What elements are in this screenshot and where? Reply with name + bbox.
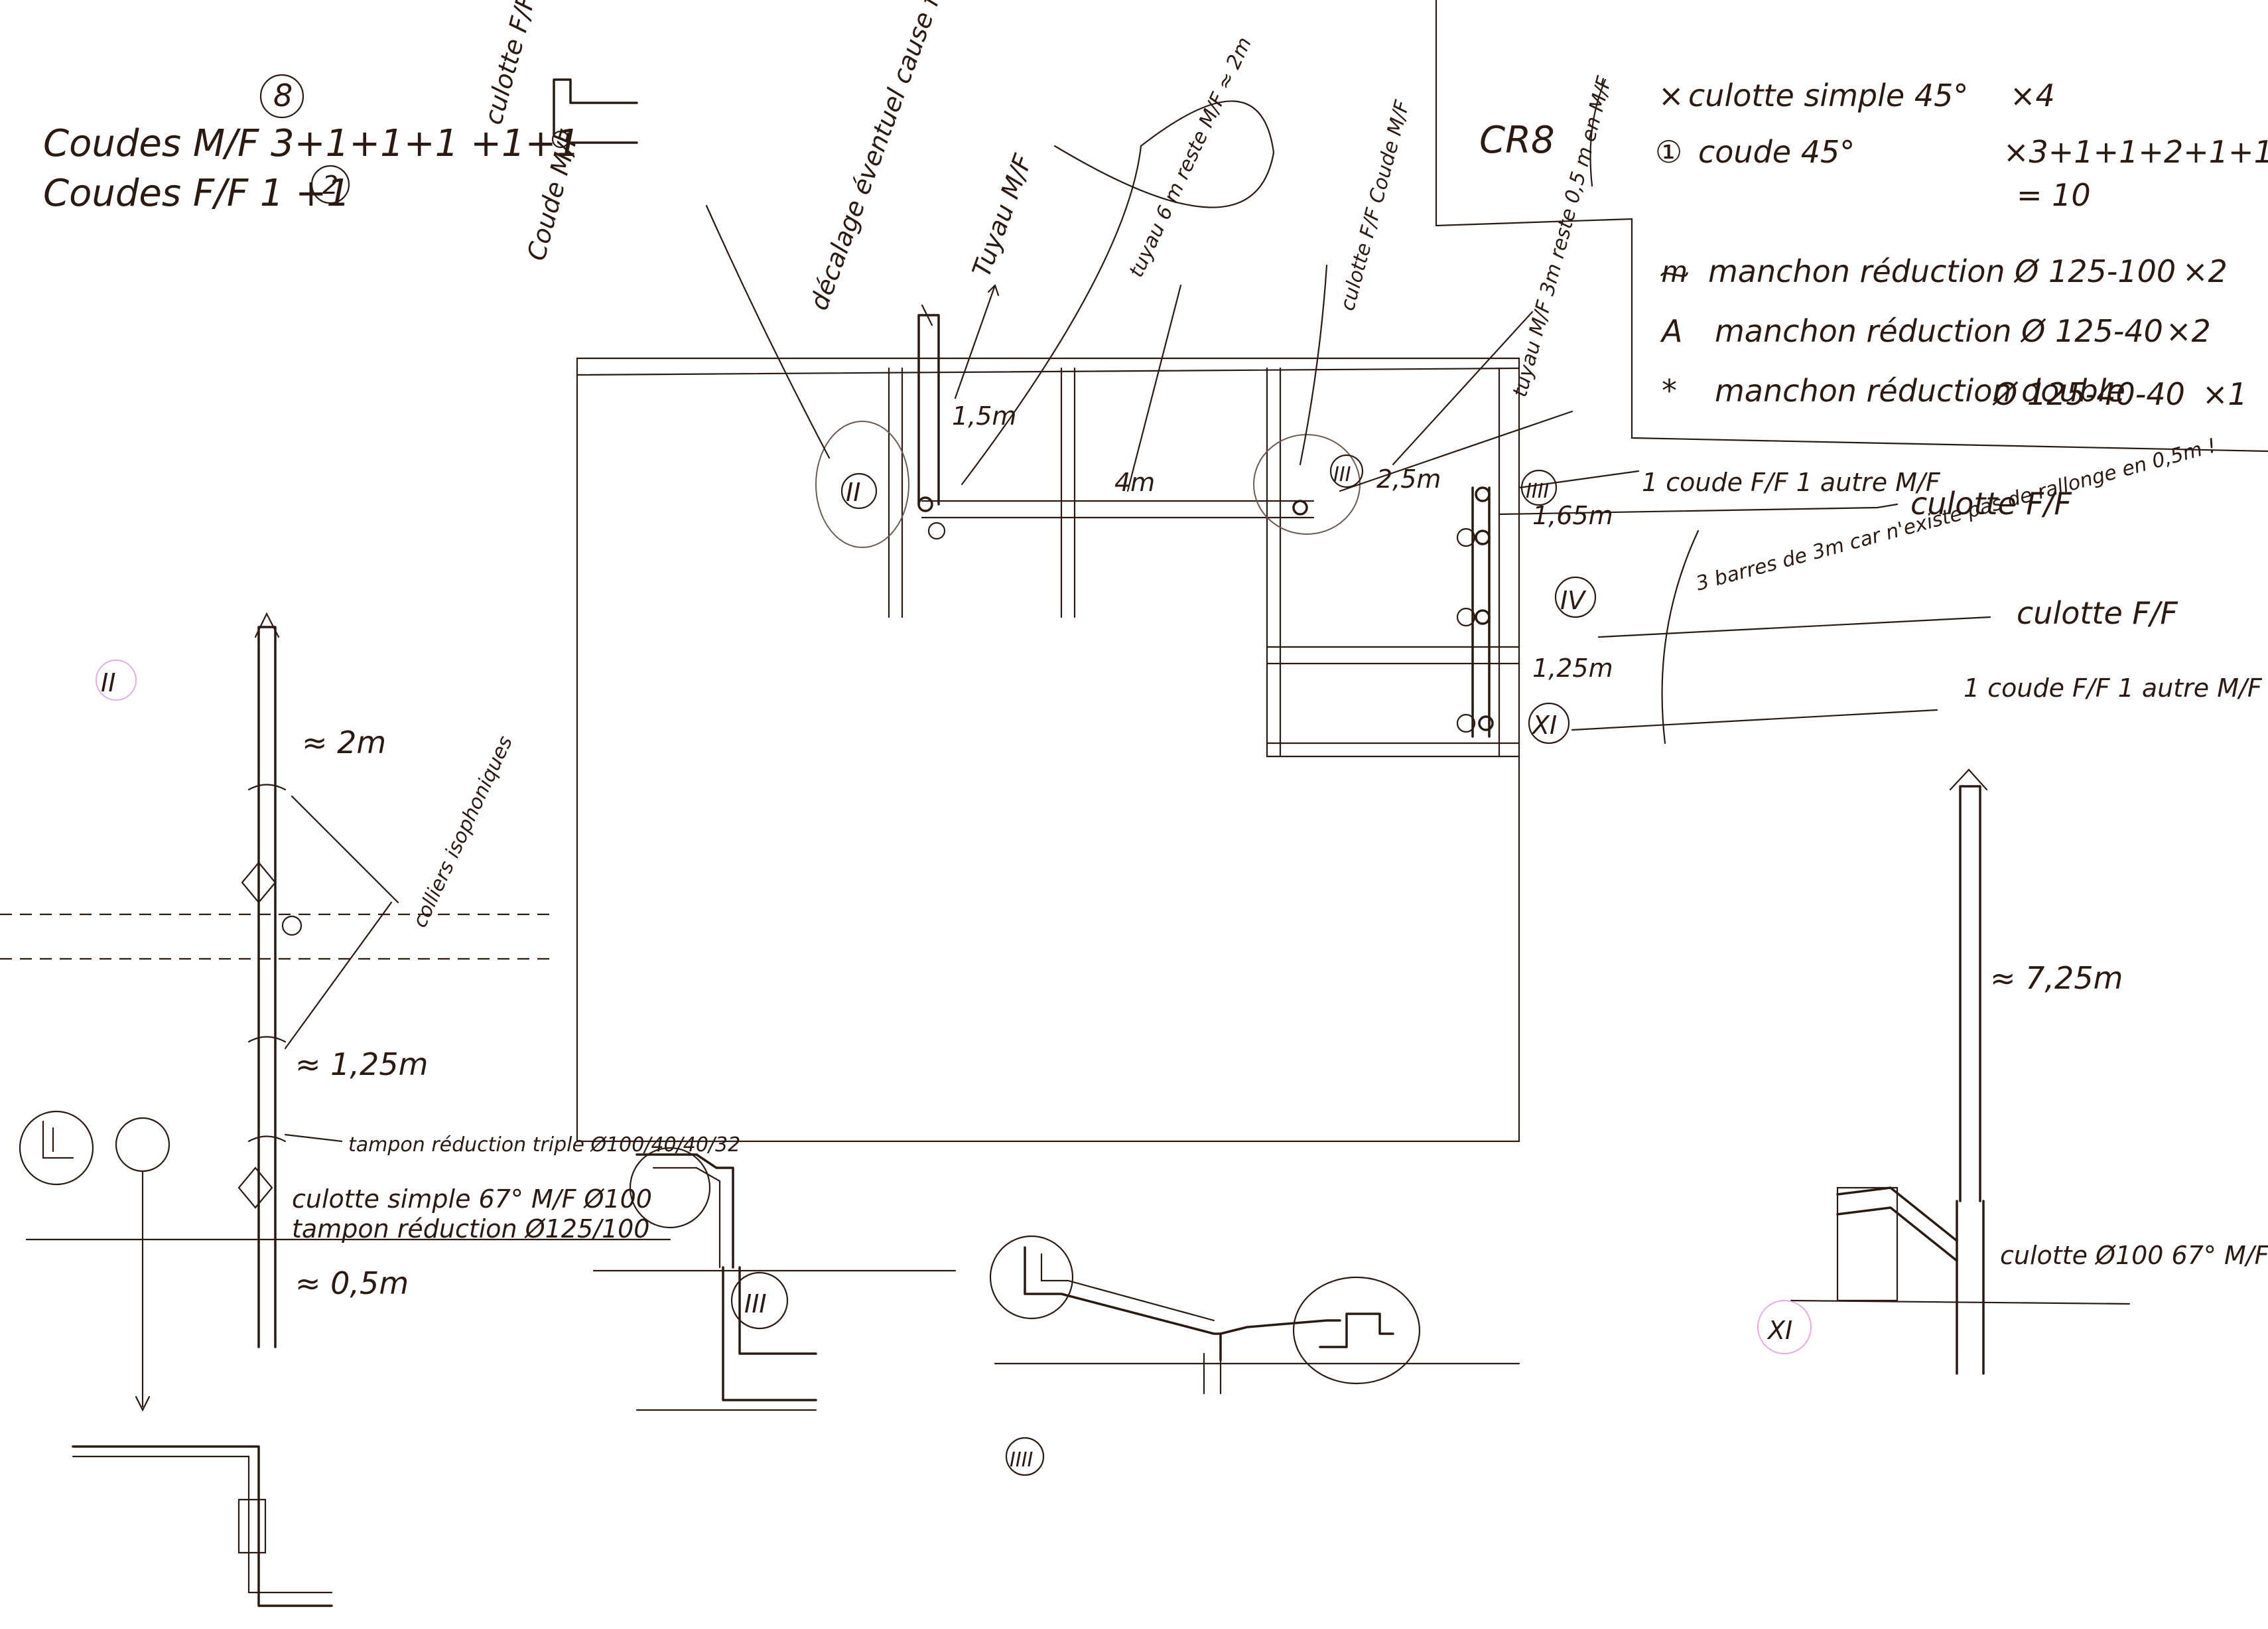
dim-1-65m: 1,65m — [1532, 501, 1613, 530]
section-ii: II ≈ 2m colliers isophoniques ≈ 1,25m ta… — [0, 612, 740, 1607]
legend-label-2: coude 45° — [1698, 134, 1855, 170]
section-iii-label: III — [744, 1289, 767, 1318]
annot-coude-ff: 1 coude F/F 1 autre M/F — [1642, 468, 1941, 497]
tuyau-mf-note: Tuyau M/F — [967, 150, 1038, 281]
culotte-coude-note: culotte F/F Coude M/F — [1336, 98, 1414, 313]
cr8-label: CR8 — [1479, 119, 1555, 162]
plan-label-ii: II — [846, 478, 860, 507]
dim-4m: 4m — [1114, 468, 1155, 497]
legend-qty-1: ×4 — [2010, 78, 2055, 113]
barres-note: 3 barres de 3m car n'existe pas de rallo… — [1694, 434, 2219, 595]
section-xi: ≈ 7,25m culotte Ø100 67° M/F XI — [1757, 768, 2268, 1375]
tuyau-6m-note: tuyau 6 m reste M/F ≈ 2m — [1125, 34, 1257, 281]
elbow-icon — [551, 130, 570, 149]
culotte-simple-note: culotte simple 67° M/F Ø100 — [292, 1184, 652, 1214]
legend-symbol-5: * — [1662, 373, 1677, 409]
culotte-xi-note: culotte Ø100 67° M/F — [2000, 1241, 2268, 1270]
section-iii: III — [592, 1147, 957, 1411]
plan-label-iiii: IIII — [1526, 480, 1550, 503]
legend-symbol-1: × — [1658, 78, 1684, 113]
dim-0-5m: ≈ 0,5m — [295, 1265, 409, 1301]
dim-125m: ≈ 1,25m — [295, 1046, 428, 1082]
legend-total-2: = 10 — [2017, 177, 2091, 213]
section-xi-label: XI — [1767, 1316, 1792, 1345]
tampon-reduction-note: tampon réduction Ø125/100 — [292, 1214, 649, 1243]
circled-8: 8 — [273, 78, 293, 113]
annot-coude-ff-2: 1 coude F/F 1 autre M/F — [1964, 673, 2263, 703]
dim-2m: ≈ 2m — [302, 725, 386, 760]
plan-label-xi: XI — [1531, 711, 1557, 740]
legend-qty-2: ×3+1+1+2+1+1+2 — [2003, 134, 2268, 170]
dim-1-25m: 1,25m — [1532, 654, 1613, 683]
legend-label-5: manchon réduction double — [1715, 373, 2125, 409]
section-iiii-label: IIII — [1010, 1449, 1034, 1472]
section-iiii: IIII — [989, 1235, 1520, 1476]
section-ii-label: II — [101, 668, 115, 697]
culotte-ff-top-label: culotte F/F — [478, 0, 541, 127]
legend-label-3: manchon réduction Ø 125-100 — [1708, 253, 2176, 289]
annot-culotte-ff-1: culotte F/F — [1910, 486, 2072, 522]
legend-label-4: manchon réduction Ø 125-40 — [1715, 313, 2163, 349]
legend-qty-4: ×2 — [2166, 313, 2211, 349]
legend-label-1: culotte simple 45° — [1688, 78, 1968, 113]
annot-culotte-ff-2: culotte F/F — [2017, 595, 2178, 631]
legend-qty-3: ×2 — [2182, 253, 2228, 289]
dim-1-5m: 1,5m — [952, 401, 1016, 431]
decalage-note: décalage éventuel cause ferraillage ! — [804, 0, 992, 314]
coudes-ff-note: Coudes F/F 1 +1 — [43, 172, 350, 215]
tampon-triple-note: tampon réduction triple Ø100/40/40/32 — [348, 1133, 740, 1157]
legend-symbol-2: ① — [1655, 134, 1682, 170]
header-notes: 8 Coudes M/F 3+1+1+1 +1+1 Coudes F/F 1 +… — [43, 0, 638, 263]
legend-box: CR8 × culotte simple 45° ×4 ① coude 45° … — [1435, 0, 2268, 453]
plan-label-iv: IV — [1560, 586, 1587, 615]
legend-symbol-4: A — [1660, 313, 1682, 349]
coudes-mf-note: Coudes M/F 3+1+1+1 +1+1 — [43, 122, 580, 165]
circled-2: 2 — [322, 171, 338, 200]
legend-qty-5: ×1 — [2202, 376, 2247, 412]
legend-symbol-3: ᵯ — [1660, 253, 1689, 289]
dim-2-5m: 2,5m — [1376, 464, 1441, 494]
plan-label-iii: III — [1333, 463, 1351, 486]
legend-extra-5: Ø 125-40-40 — [1992, 376, 2185, 412]
dim-7-25m: ≈ 7,25m — [1990, 960, 2123, 996]
colliers-note: colliers isophoniques — [409, 733, 517, 931]
